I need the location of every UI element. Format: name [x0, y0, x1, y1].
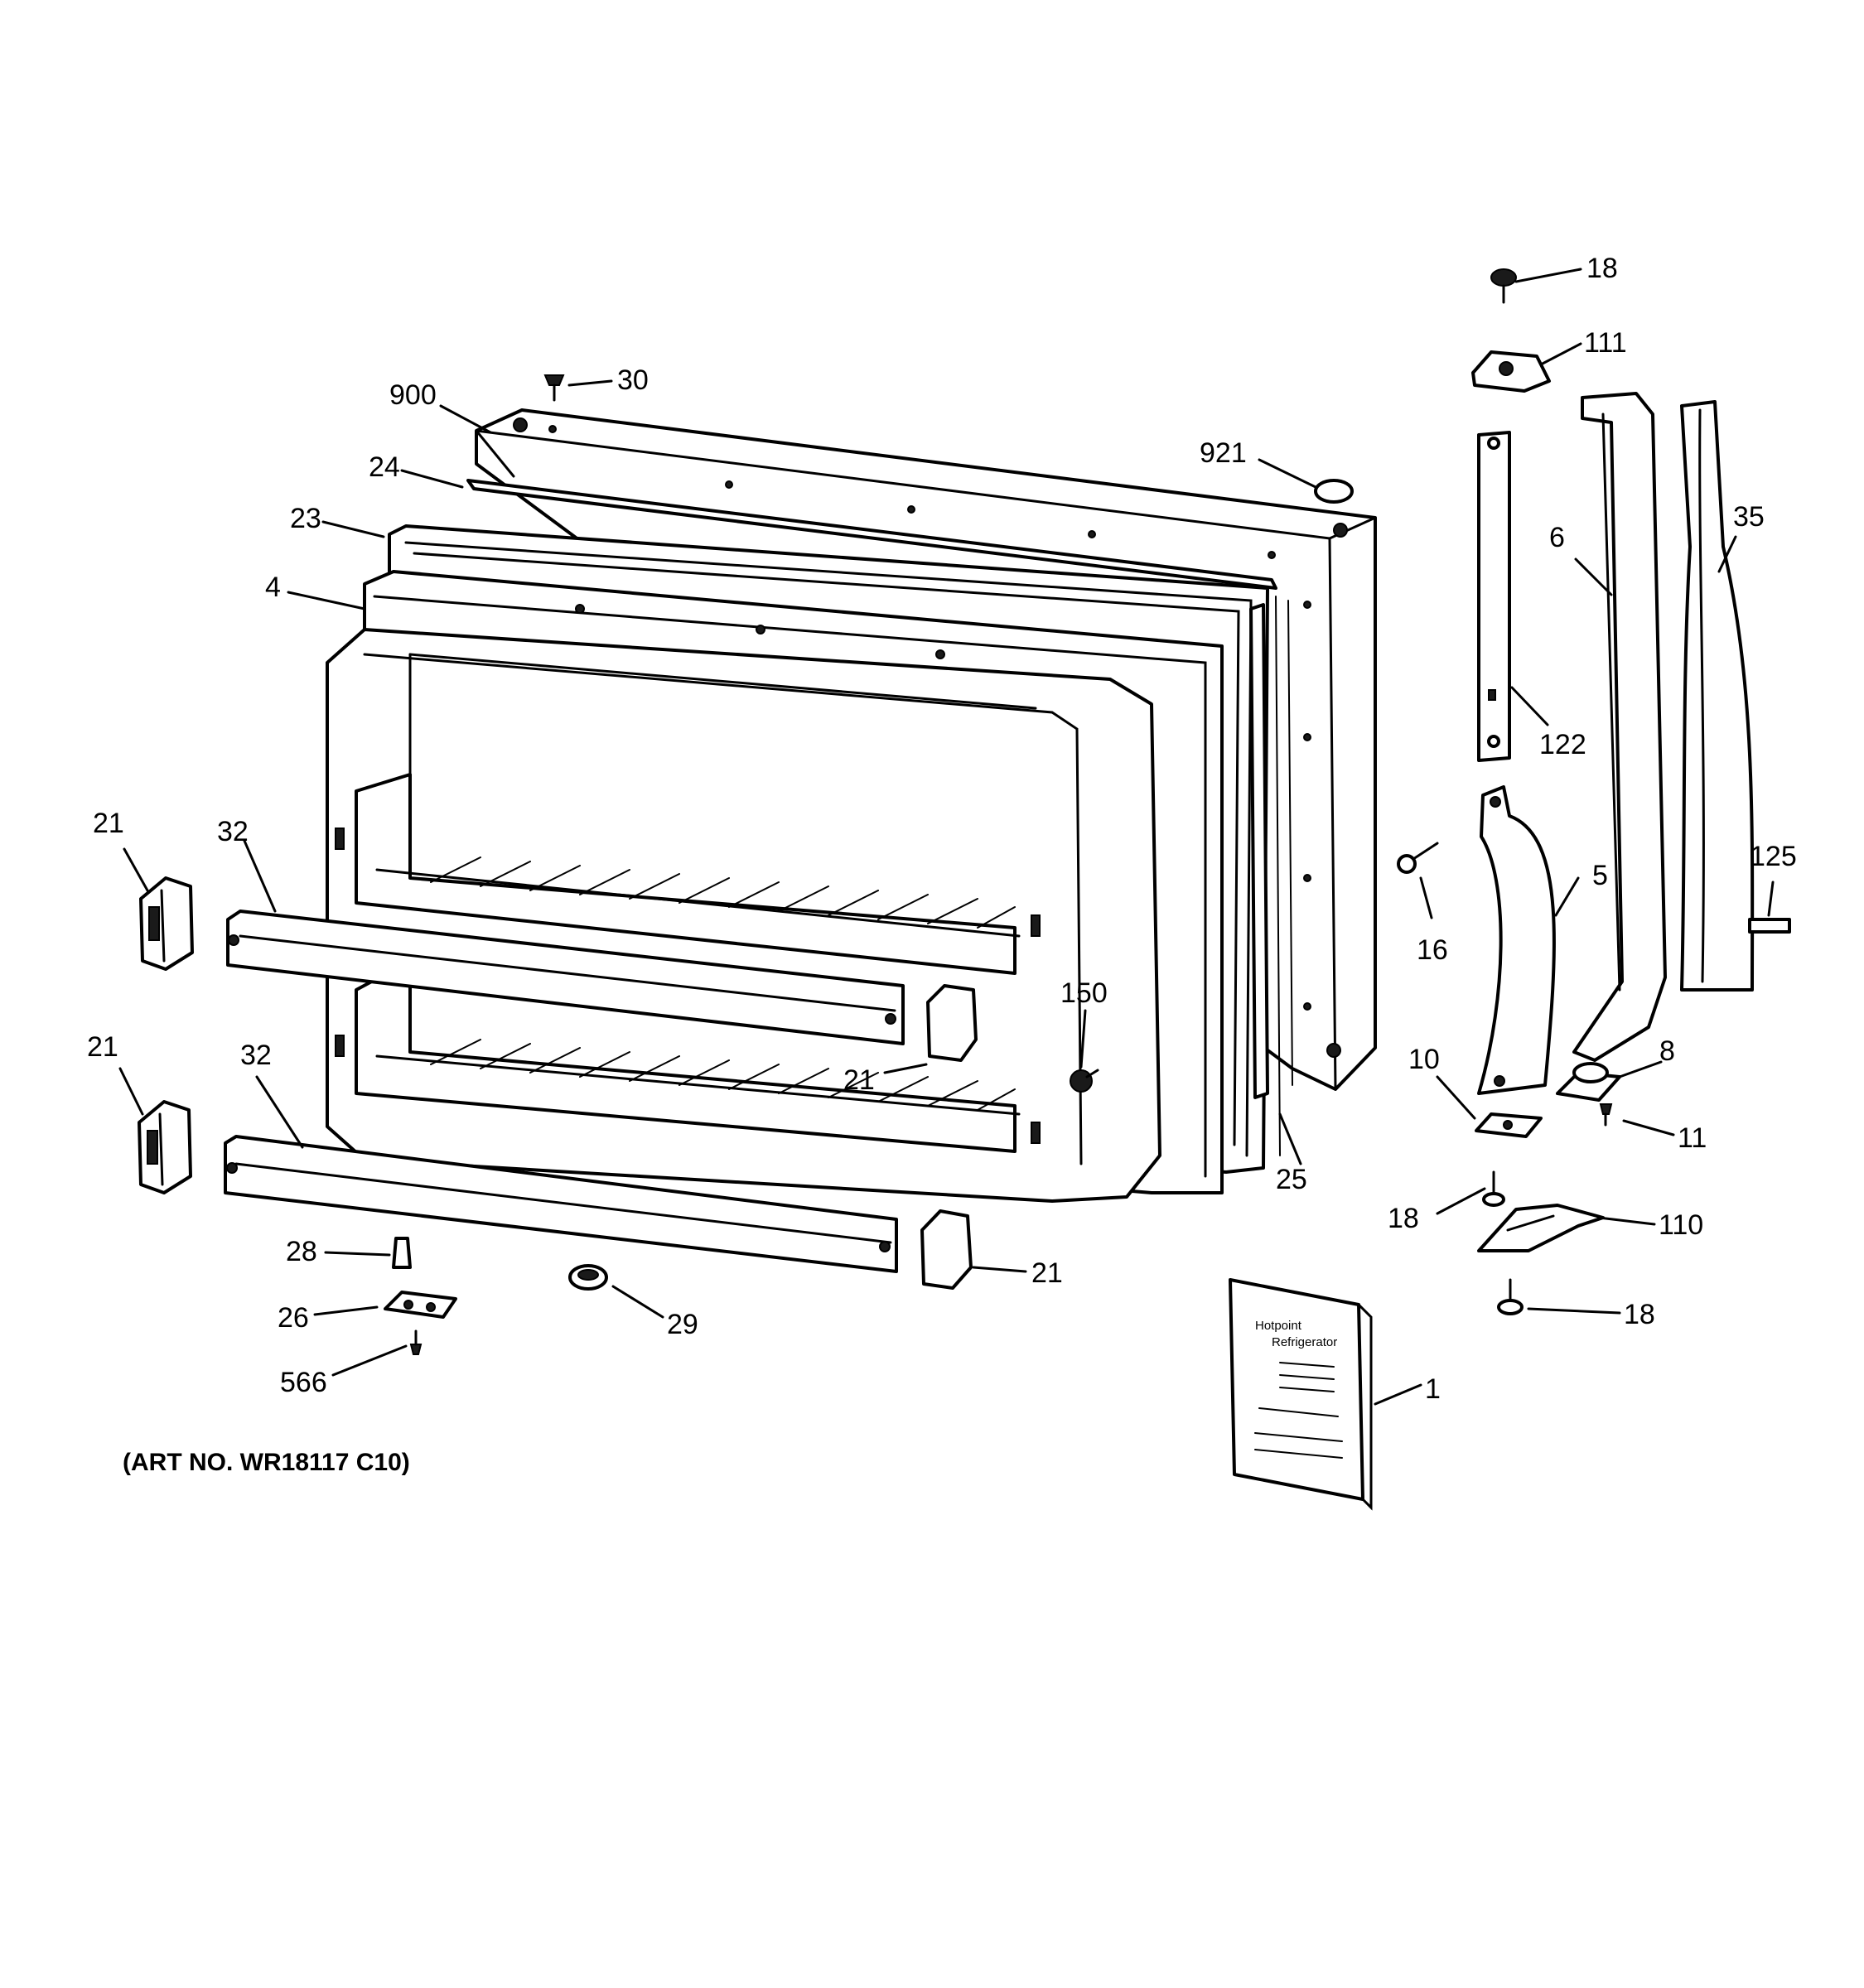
callout-18-top: 18	[1586, 253, 1618, 284]
shoulder-screw-28	[392, 1237, 412, 1269]
handle-5	[1477, 785, 1556, 1095]
callout-25: 25	[1276, 1164, 1307, 1195]
hinge-110	[1477, 1204, 1605, 1252]
callout-566: 566	[280, 1367, 327, 1398]
shim-10	[1475, 1112, 1543, 1138]
handle-trim-6	[1572, 392, 1667, 1062]
callout-32-upper: 32	[217, 816, 249, 847]
screw-16	[1397, 842, 1439, 874]
bracket-8	[1556, 1062, 1621, 1102]
callout-28: 28	[286, 1236, 317, 1267]
callout-21-upper-left: 21	[93, 808, 124, 839]
screw-566	[409, 1329, 423, 1355]
callout-24: 24	[369, 451, 400, 483]
callout-8: 8	[1659, 1035, 1675, 1067]
callout-29: 29	[667, 1309, 698, 1340]
leader-lines	[118, 268, 1775, 1406]
callout-18-middle: 18	[1388, 1203, 1419, 1234]
callout-5: 5	[1592, 860, 1608, 891]
handle-mount-122	[1477, 431, 1511, 762]
callout-11: 11	[1678, 1122, 1707, 1154]
plug-29	[568, 1264, 608, 1291]
callout-150: 150	[1060, 977, 1108, 1009]
callout-111: 111	[1584, 327, 1627, 359]
end-cap-upper-left	[139, 876, 194, 971]
callout-26: 26	[278, 1302, 309, 1334]
callout-32-lower: 32	[240, 1040, 272, 1071]
screw-18-middle	[1482, 1170, 1505, 1207]
callout-21-lower-right: 21	[1031, 1257, 1063, 1289]
callout-1: 1	[1425, 1373, 1441, 1405]
upper-shelf-ribs	[430, 856, 1016, 929]
callout-21-lower-left: 21	[87, 1031, 118, 1063]
art-number: (ART NO. WR18117 C10)	[123, 1449, 410, 1476]
callout-900: 900	[389, 379, 437, 411]
callout-4: 4	[265, 572, 281, 603]
screw-150	[1070, 1069, 1099, 1093]
callout-6: 6	[1549, 522, 1565, 553]
lower-shelf-bar	[224, 1135, 898, 1273]
screw-30	[543, 374, 565, 402]
screw-11	[1599, 1103, 1613, 1127]
screw-18-bottom	[1497, 1278, 1524, 1315]
plug-921	[1314, 479, 1354, 504]
callout-122: 122	[1539, 729, 1586, 760]
callout-921: 921	[1200, 437, 1247, 469]
end-cap-lower-right	[920, 1209, 973, 1290]
screw-18-top	[1490, 268, 1517, 304]
manual-title-text: Refrigerator	[1272, 1335, 1337, 1349]
callout-110: 110	[1659, 1209, 1703, 1241]
bracket-26	[384, 1291, 457, 1319]
callout-labels: 900 30 24 23 4 921 18 111 6 35 122 21 32…	[87, 253, 1797, 1405]
owner-manual: Hotpoint Refrigerator	[1229, 1278, 1373, 1511]
hinge-111	[1471, 350, 1551, 393]
gasket-strip	[1249, 603, 1269, 1099]
callout-35: 35	[1733, 501, 1765, 533]
lower-shelf-ribs	[430, 1039, 1016, 1111]
callout-125: 125	[1750, 841, 1797, 872]
top-insulation-strip	[466, 479, 1277, 590]
callout-23: 23	[290, 503, 321, 534]
callout-16: 16	[1417, 934, 1448, 966]
end-cap-lower-left	[138, 1100, 192, 1194]
manual-brand-text: Hotpoint	[1255, 1319, 1302, 1333]
handle-trim-35	[1680, 400, 1755, 992]
door-liner	[326, 628, 1161, 1203]
callout-21-upper-right: 21	[843, 1064, 875, 1096]
callout-18-bottom: 18	[1624, 1299, 1655, 1330]
plug-125	[1748, 918, 1791, 934]
upper-shelf-bar	[226, 910, 905, 1045]
callout-10: 10	[1408, 1044, 1440, 1075]
end-cap-upper-right	[926, 984, 978, 1062]
callout-30: 30	[617, 364, 649, 396]
